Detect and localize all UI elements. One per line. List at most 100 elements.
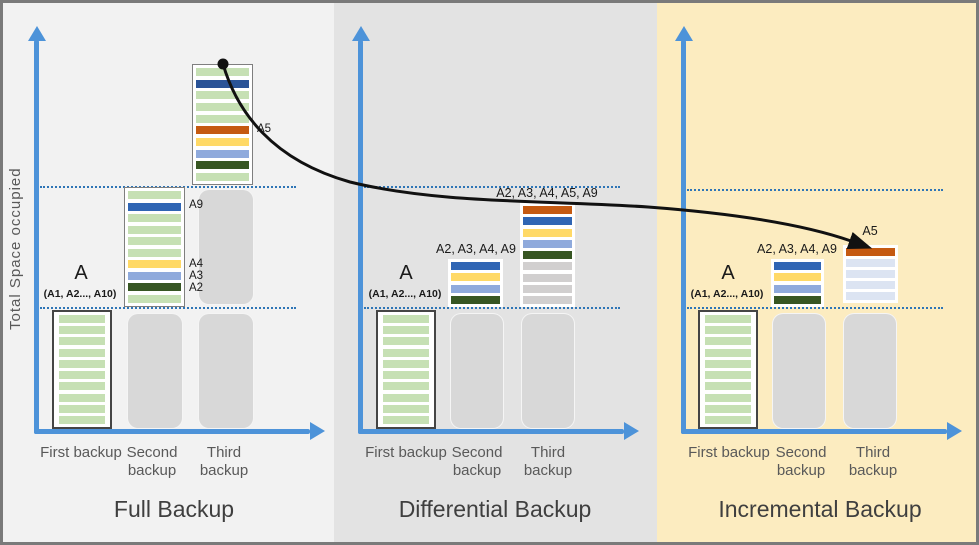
data-stripe-yellow	[523, 228, 572, 237]
dataset-a: A	[74, 262, 88, 284]
panel-title-differential: Differential Backup	[398, 496, 592, 522]
data-stripe-green	[59, 359, 105, 368]
data-stripe-green	[383, 315, 429, 323]
data-stripe-green	[705, 315, 751, 323]
second-backup-bar	[771, 259, 824, 307]
data-stripe-green	[128, 225, 181, 234]
data-stripe-yellow	[196, 137, 249, 146]
data-stripe-green	[128, 191, 181, 199]
data-stripe-lightblue	[128, 271, 181, 280]
data-stripe-green	[383, 382, 429, 391]
third-backup-bar	[192, 64, 253, 185]
data-stripe-green	[705, 393, 751, 402]
data-stripe-yellow	[774, 273, 821, 282]
data-stripe-green	[128, 248, 181, 257]
stripe-label-a4: A4	[189, 258, 204, 270]
data-stripe-green	[59, 326, 105, 335]
data-stripe-green	[59, 393, 105, 402]
data-stripe-orange	[523, 206, 572, 214]
y-axis	[681, 40, 686, 434]
data-stripe-green	[705, 326, 751, 335]
y-axis	[358, 40, 363, 434]
first-backup-bar	[376, 310, 436, 429]
occupied-space-block	[198, 313, 254, 429]
y-axis-arrow-icon	[27, 26, 46, 41]
data-stripe-green	[59, 415, 105, 424]
x-axis-arrow-icon	[310, 422, 325, 440]
data-stripe-green	[383, 371, 429, 380]
panel-title-full: Full Backup	[113, 496, 235, 522]
x-axis	[681, 429, 947, 434]
third-backup-contents: A5	[862, 224, 878, 238]
occupied-space-block	[772, 313, 826, 429]
data-stripe-green	[196, 91, 249, 100]
axis-label-second-backup: Second backup	[126, 444, 178, 480]
data-stripe-blue	[523, 217, 572, 226]
stripe-label-a2: A2	[189, 282, 204, 294]
data-stripe-gray	[523, 262, 572, 271]
data-stripe-green	[383, 359, 429, 368]
x-axis	[358, 429, 624, 434]
data-stripe-green	[705, 337, 751, 346]
x-axis-arrow-icon	[624, 422, 639, 440]
y-axis-title: Total Space occupied	[7, 167, 24, 331]
space-threshold-line	[364, 307, 620, 309]
data-stripe-green	[383, 404, 429, 413]
axis-label-first-backup: First backup	[40, 444, 122, 461]
space-threshold-line	[687, 307, 943, 309]
second-backup-bar	[124, 187, 185, 307]
data-stripe-green	[59, 315, 105, 323]
occupied-space-block	[521, 313, 575, 429]
data-stripe-lightblue	[451, 284, 500, 293]
dataset-a-contents: (A1, A2..., A10)	[368, 288, 442, 300]
axis-label-third-backup: Third backup	[523, 444, 573, 480]
axis-label-third-backup: Third backup	[848, 444, 898, 480]
data-stripe-green	[383, 415, 429, 424]
third-backup-bar	[520, 203, 575, 307]
stripe-label-a3: A3	[189, 270, 204, 282]
data-stripe-blue	[774, 262, 821, 270]
axis-label-second-backup: Second backup	[451, 444, 503, 480]
x-axis-arrow-icon	[947, 422, 962, 440]
data-stripe-lightblue	[196, 149, 249, 158]
x-axis	[34, 429, 310, 434]
y-axis	[34, 40, 39, 434]
axis-label-second-backup: Second backup	[775, 444, 827, 480]
data-stripe-green	[128, 237, 181, 246]
data-stripe-gray	[523, 284, 572, 293]
axis-label-third-backup: Third backup	[199, 444, 249, 480]
dataset-a: A	[399, 262, 413, 284]
data-stripe-yellow	[451, 273, 500, 282]
third-backup-contents: A2, A3, A4, A5, A9	[496, 186, 598, 200]
data-stripe-yellow	[128, 260, 181, 269]
data-stripe-green	[59, 337, 105, 346]
axis-label-first-backup: First backup	[688, 444, 770, 461]
y-axis-arrow-icon	[674, 26, 693, 41]
stripe-label-a9: A9	[189, 199, 204, 211]
data-stripe-darkgreen	[196, 161, 249, 170]
dataset-a-contents: (A1, A2..., A10)	[43, 288, 117, 300]
data-stripe-green	[59, 382, 105, 391]
first-backup-bar	[52, 310, 112, 429]
second-backup-contents: A2, A3, A4, A9	[757, 242, 837, 256]
data-stripe-orange	[196, 126, 249, 135]
data-stripe-blue	[128, 202, 181, 211]
y-axis-arrow-icon	[351, 26, 370, 41]
data-stripe-green	[128, 214, 181, 223]
data-stripe-green	[59, 348, 105, 357]
data-stripe-ghost	[846, 259, 895, 267]
data-stripe-darkgreen	[774, 295, 821, 304]
data-stripe-ghost	[846, 270, 895, 278]
data-stripe-blue	[451, 262, 500, 270]
data-stripe-green	[383, 348, 429, 357]
data-stripe-green	[59, 371, 105, 380]
data-stripe-ghost	[846, 281, 895, 289]
data-stripe-green	[196, 114, 249, 123]
occupied-space-block	[198, 189, 254, 305]
occupied-space-block	[127, 313, 183, 429]
data-stripe-darkgreen	[451, 295, 500, 304]
data-stripe-orange	[846, 248, 895, 256]
dataset-a-contents: (A1, A2..., A10)	[690, 288, 764, 300]
data-stripe-green	[705, 359, 751, 368]
data-stripe-green	[128, 294, 181, 303]
